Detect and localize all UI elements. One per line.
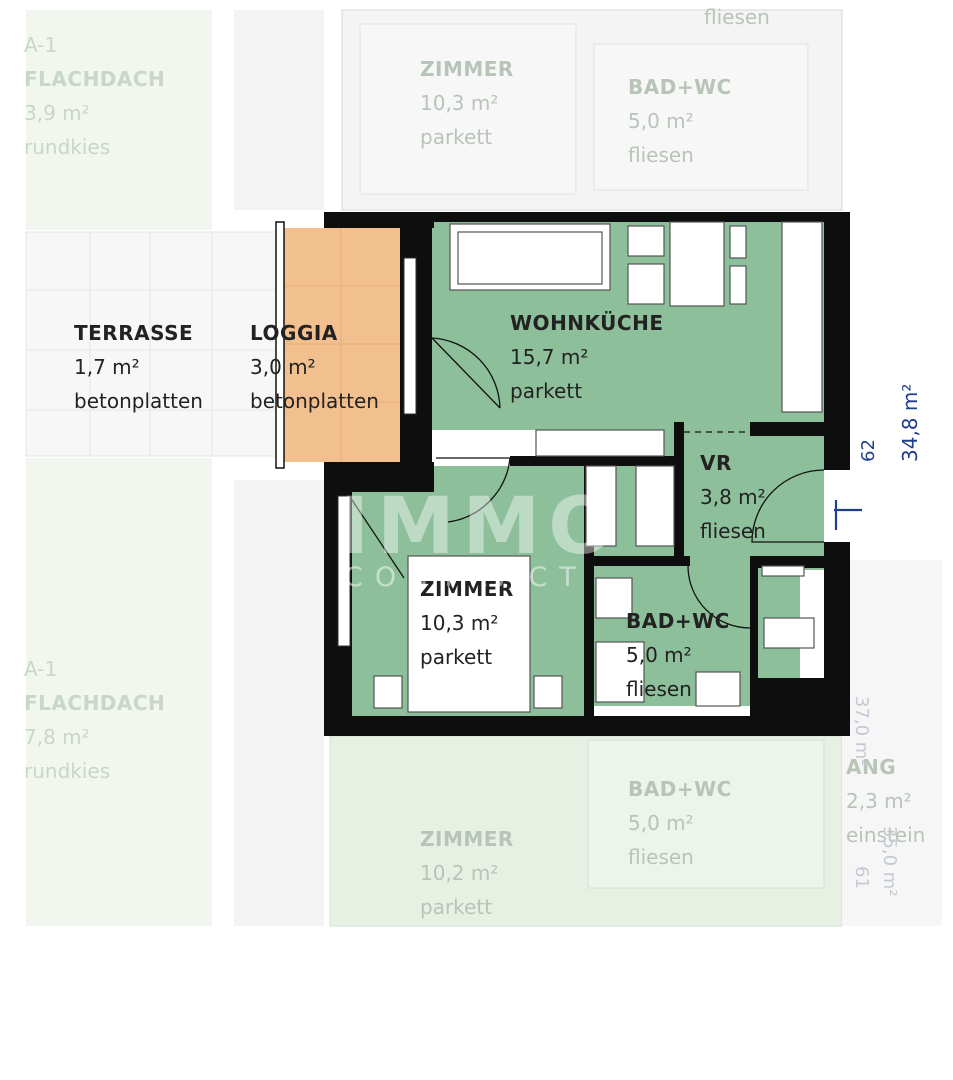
- furniture: [373, 221, 823, 713]
- ghost-bad-bottom-label: BAD+WC 5,0 m² fliesen: [628, 777, 732, 869]
- ghost-hatch-bottom: [234, 480, 324, 926]
- ghost-hatch-top: [234, 10, 324, 210]
- ghost-bad-top-label: BAD+WC 5,0 m² fliesen: [628, 75, 732, 167]
- ghost-right-strip: [842, 560, 942, 926]
- unit-area-dimension: 34,8 m²: [898, 383, 922, 462]
- ghost-lower-bath: [587, 739, 825, 889]
- door-62-dimension: 62: [858, 439, 879, 462]
- ghost-zimmer-bottom-label: ZIMMER 10,2 m² parkett: [420, 827, 514, 919]
- ghost-grid: [26, 232, 276, 456]
- ghost-flachdach-bottom: [26, 458, 212, 926]
- zimmer-label: ZIMMER 10,3 m² parkett: [420, 577, 514, 669]
- watermark-logo: IMMO: [340, 482, 623, 572]
- ghost-flachdach-bottom-label: A-1 FLACHDACH 7,8 m² rundkies: [24, 657, 166, 783]
- neighbor-61: 61: [851, 866, 872, 889]
- ghost-upper-zimmer: [359, 23, 577, 195]
- ghost-zimmer-top-label: ZIMMER 10,3 m² parkett: [420, 57, 514, 149]
- loggia-tiles: [282, 228, 400, 462]
- window-wohnkueche: [403, 257, 417, 415]
- vr-label: VR 3,8 m² fliesen: [700, 451, 766, 543]
- dimension-mark: [834, 500, 862, 530]
- window-zimmer: [337, 495, 351, 647]
- watermark-subtitle: CONTRACT: [344, 562, 588, 593]
- door-swings: [351, 337, 825, 629]
- badwc-label: BAD+WC 5,0 m² fliesen: [626, 609, 730, 701]
- wohnkueche-label: WOHNKÜCHE 15,7 m² parkett: [510, 311, 664, 403]
- ghost-flachdach-top: [26, 10, 212, 230]
- ghost-flachdach-top-label: A-1 FLACHDACH 3,9 m² rundkies: [24, 33, 166, 159]
- ghost-upper-bad: [593, 43, 809, 191]
- neighbor-area-a: 37,0 m²: [851, 696, 872, 767]
- walls: [324, 212, 850, 736]
- ghost-fliesen-top: fliesen: [704, 5, 770, 29]
- loggia-label: LOGGIA 3,0 m² betonplatten: [250, 321, 379, 413]
- ghost-gang-label: ANG 2,3 m² einstein: [846, 755, 926, 847]
- terrasse-label: TERRASSE 1,7 m² betonplatten: [74, 321, 203, 413]
- loggia-railing: [275, 221, 285, 469]
- neighbor-area-b: 35,0 m²: [879, 826, 900, 897]
- ghost-terrasse-tiles: [25, 231, 277, 457]
